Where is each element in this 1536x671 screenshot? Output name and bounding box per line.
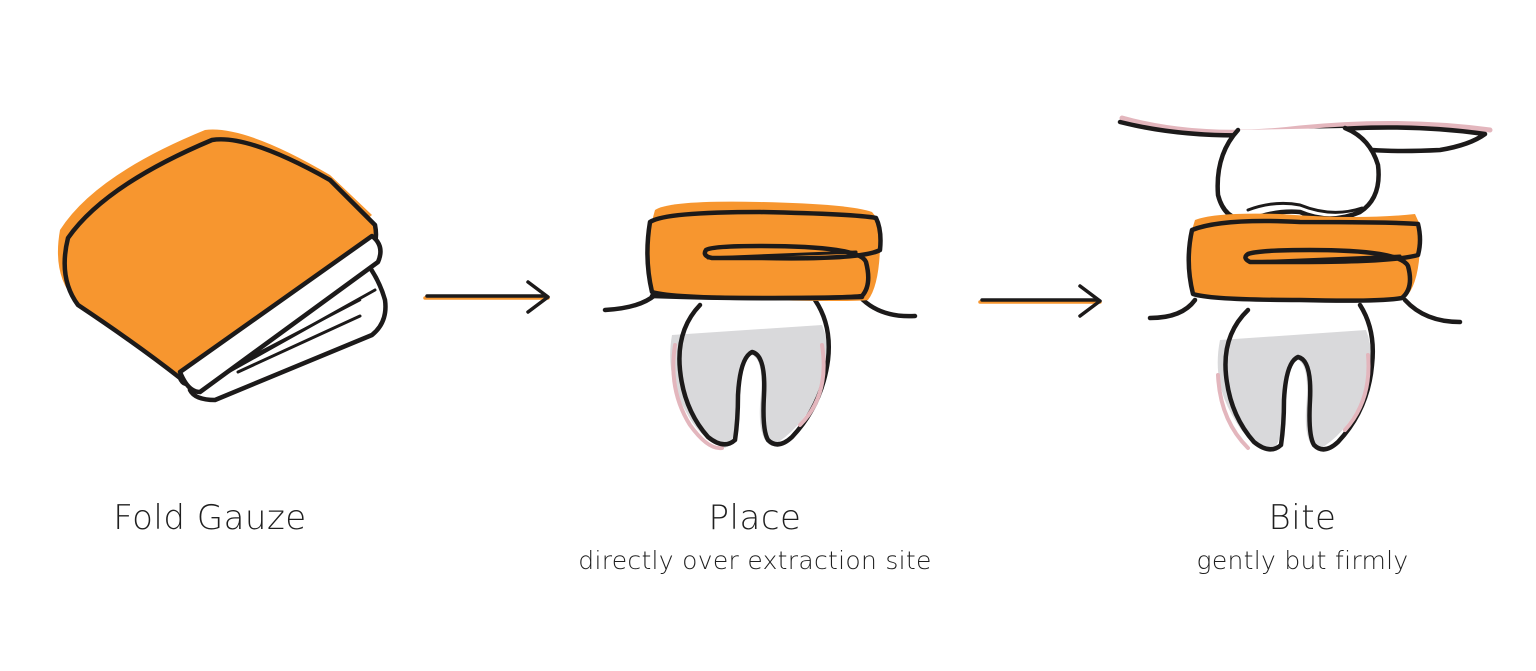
step-3-label: Bite gently but firmly — [1160, 498, 1445, 575]
step-title: Fold Gauze — [113, 498, 307, 538]
step-2-label: Place directly over extraction site — [540, 498, 970, 575]
gauze-on-tooth-icon — [602, 201, 918, 451]
step-title: Bite — [1268, 498, 1337, 538]
step-subtitle: gently but firmly — [1196, 546, 1409, 575]
biting-tooth-icon — [1117, 115, 1493, 452]
folded-gauze-icon — [57, 129, 388, 403]
step-title: Place — [708, 498, 802, 538]
step-subtitle: directly over extraction site — [578, 546, 932, 575]
arrow-right-icon — [978, 284, 1102, 318]
arrow-right-icon — [423, 280, 550, 314]
step-1-label: Fold Gauze — [60, 498, 360, 538]
